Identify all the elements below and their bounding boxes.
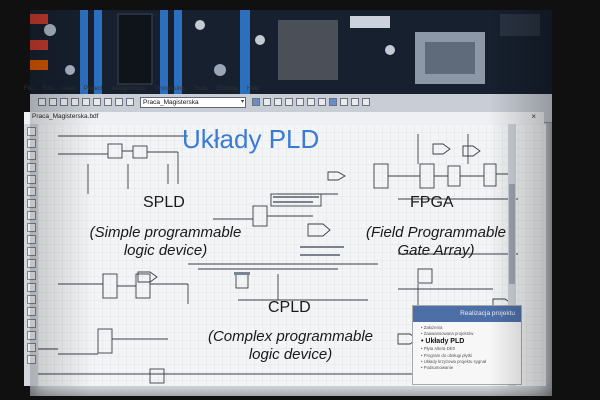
outline-item[interactable]: Podsumowanie xyxy=(413,365,521,371)
grid-icon[interactable] xyxy=(26,355,36,364)
spld-description-line1: (Simple programmable xyxy=(89,224,242,241)
menu-item[interactable]: View xyxy=(62,86,75,92)
partial-line-select-icon[interactable] xyxy=(26,343,36,352)
analysis-icon[interactable] xyxy=(263,98,271,106)
spld-label: SPLD xyxy=(143,194,185,211)
menu-item[interactable]: Window xyxy=(216,86,239,92)
outline-item[interactable]: Układy krzyżowa projektu sygnał xyxy=(413,359,521,365)
programmer-icon[interactable] xyxy=(329,98,337,106)
cpld-description-line2: logic device) xyxy=(248,346,333,363)
timing-icon[interactable] xyxy=(296,98,304,106)
cpld-description-line1: (Complex programmable xyxy=(207,328,374,345)
toolbar-icon-group-right xyxy=(252,98,370,106)
oval-tool-icon[interactable] xyxy=(26,295,36,304)
zoom-tool-icon[interactable] xyxy=(26,211,36,220)
open-file-icon[interactable] xyxy=(49,98,57,106)
drawing-tools-palette xyxy=(24,124,39,386)
rectangle-tool-icon[interactable] xyxy=(26,283,36,292)
play-icon[interactable] xyxy=(274,98,282,106)
new-file-icon[interactable] xyxy=(38,98,46,106)
text-tool-icon[interactable] xyxy=(26,139,36,148)
outline-item[interactable]: Program do obsługi płytki xyxy=(413,353,521,359)
compile-icon[interactable] xyxy=(252,98,260,106)
outline-item[interactable]: Założenia xyxy=(413,325,521,331)
outline-item[interactable]: Płyta Altera DE0 xyxy=(413,346,521,352)
menu-item[interactable]: Help xyxy=(247,86,260,92)
scrollbar-thumb[interactable] xyxy=(509,184,515,284)
cut-icon[interactable] xyxy=(82,98,90,106)
schematic-canvas[interactable] xyxy=(38,124,546,386)
presentation-outline-panel: Realizacja projektu ZałożeniaZaawansowan… xyxy=(412,305,522,385)
toolbar-icon-group-left xyxy=(38,98,134,106)
menu-item[interactable]: Tools xyxy=(193,86,208,92)
menu-item[interactable]: File xyxy=(24,86,34,92)
orthogonal-bus-tool-icon[interactable] xyxy=(26,187,36,196)
spld-description-line2: logic device) xyxy=(123,242,208,259)
hand-tool-icon[interactable] xyxy=(26,223,36,232)
fpga-label: FPGA xyxy=(410,194,454,211)
project-selector[interactable]: Praca_Magisterska ▾ xyxy=(140,97,246,108)
spld-description: (Simple programmable logic device) xyxy=(78,224,253,260)
chevron-down-icon: ▾ xyxy=(240,99,244,105)
close-icon[interactable]: × xyxy=(531,112,536,121)
cpld-description: (Complex programmable logic device) xyxy=(198,328,383,364)
orthogonal-node-tool-icon[interactable] xyxy=(26,175,36,184)
vertical-scrollbar[interactable] xyxy=(508,124,516,386)
menu-item[interactable]: Processing xyxy=(154,86,185,92)
outline-item[interactable]: Zaawansowana projektów xyxy=(413,331,521,337)
simulator-icon[interactable] xyxy=(307,98,315,106)
outline-item[interactable]: Układy PLD xyxy=(413,337,521,346)
flip-horizontal-icon[interactable] xyxy=(26,247,36,256)
fpga-description-line1: (Field Programmable xyxy=(365,224,507,241)
outline-list: ZałożeniaZaawansowana projektówUkłady PL… xyxy=(413,325,521,371)
slide-title: Układy PLD xyxy=(182,124,320,154)
fpga-description: (Field Programmable Gate Array) xyxy=(352,224,520,260)
rotate-icon[interactable] xyxy=(26,271,36,280)
print-icon[interactable] xyxy=(71,98,79,106)
copy-icon[interactable] xyxy=(93,98,101,106)
stop-icon[interactable] xyxy=(285,98,293,106)
menu-item[interactable]: Assignments xyxy=(111,86,146,92)
paste-icon[interactable] xyxy=(104,98,112,106)
chip-planner-icon[interactable] xyxy=(318,98,326,106)
rubberband-icon[interactable] xyxy=(26,331,36,340)
desktop-wallpaper-motherboard xyxy=(30,10,552,94)
settings-icon[interactable] xyxy=(362,98,370,106)
cpld-label: CPLD xyxy=(268,299,311,316)
conduit-tool-icon[interactable] xyxy=(26,199,36,208)
save-icon[interactable] xyxy=(60,98,68,106)
project-selector-value: Praca_Magisterska xyxy=(143,99,199,106)
document-tab-title: Praca_Magisterska.bdf xyxy=(32,113,99,120)
undo-icon[interactable] xyxy=(115,98,123,106)
redo-icon[interactable] xyxy=(126,98,134,106)
help-icon[interactable] xyxy=(351,98,359,106)
selection-tool-icon[interactable] xyxy=(26,127,36,136)
outline-panel-heading: Realizacja projektu xyxy=(413,306,521,322)
find-tool-icon[interactable] xyxy=(26,235,36,244)
line-tool-icon[interactable] xyxy=(26,307,36,316)
symbol-tool-icon[interactable] xyxy=(26,151,36,160)
menu-bar: File Edit View Project Assignments Processing… xyxy=(24,86,259,94)
arc-tool-icon[interactable] xyxy=(26,319,36,328)
pin-tool-icon[interactable] xyxy=(26,163,36,172)
rtl-viewer-icon[interactable] xyxy=(340,98,348,106)
fpga-description-line2: Gate Array) xyxy=(397,242,475,259)
flip-vertical-icon[interactable] xyxy=(26,259,36,268)
menu-item[interactable]: Project xyxy=(83,86,103,92)
menu-item[interactable]: Edit xyxy=(42,86,54,92)
